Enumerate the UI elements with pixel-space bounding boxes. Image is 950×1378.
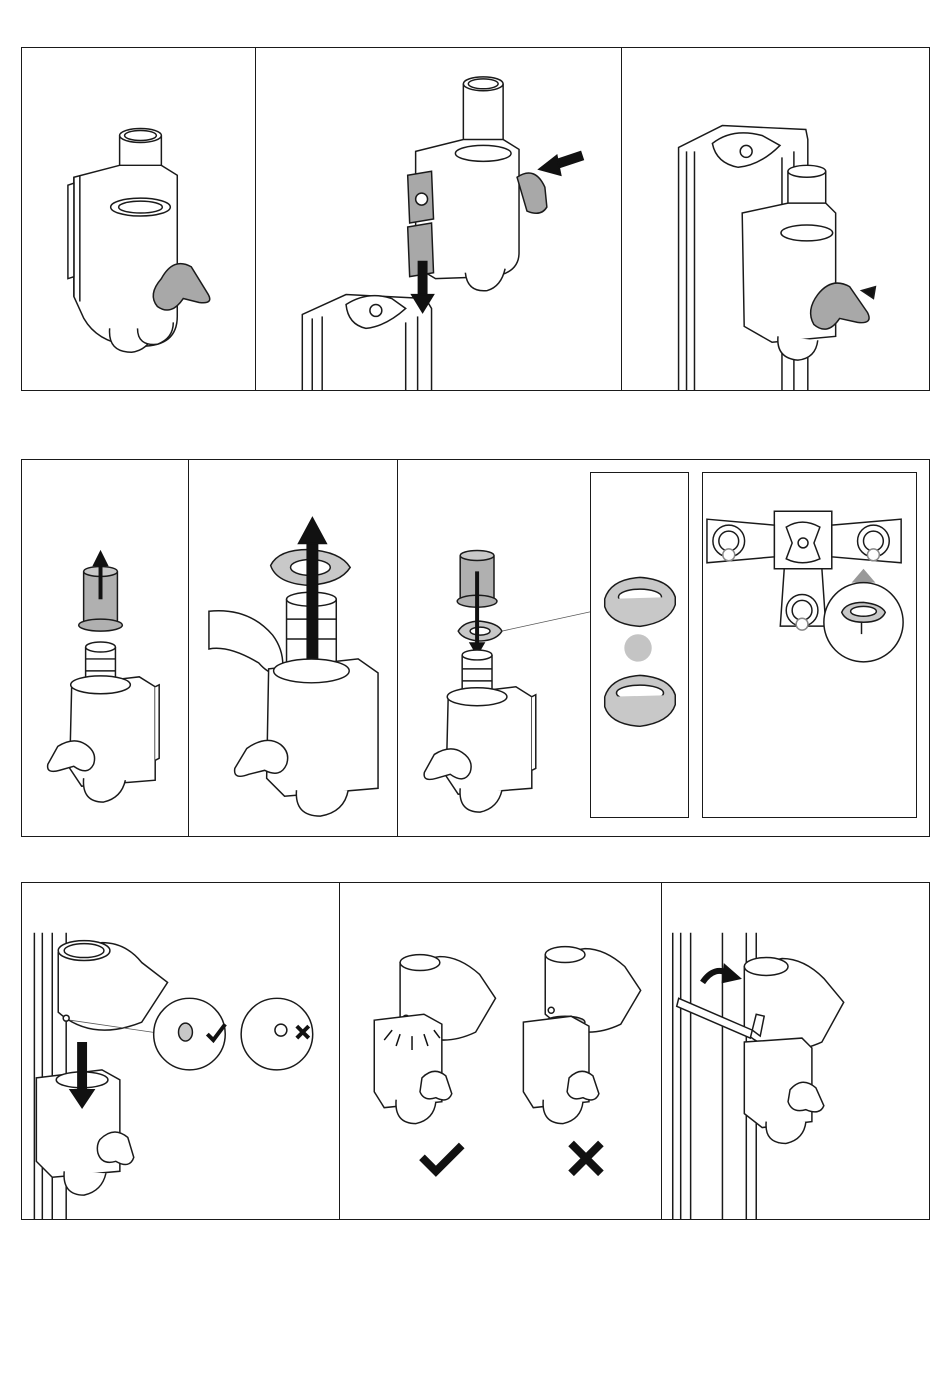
cross-icon: [571, 1143, 601, 1173]
insert-arm-check-screw-icon: [22, 883, 339, 1219]
check-icon: [422, 1145, 462, 1171]
step-panel-3b: [340, 883, 662, 1219]
slot-positions-box: [702, 472, 917, 818]
instruction-row-1: [21, 47, 930, 391]
step-panel-1b: [256, 48, 622, 390]
tighten-with-hex-key-icon: [662, 883, 931, 1219]
instruction-row-2: [21, 459, 930, 837]
profile-slot-positions-icon: [703, 473, 916, 817]
remove-sleeve-icon: [22, 460, 188, 836]
clamp-assembly-icon: [22, 48, 255, 390]
correct-vs-incorrect-seating-icon: [340, 883, 661, 1219]
ring-orientation-detail-icon: [591, 473, 688, 817]
step-panel-2b: [189, 460, 398, 836]
remove-ring-icon: [189, 460, 397, 836]
ring-detail-box: [590, 472, 689, 818]
step-panel-3c: [662, 883, 931, 1219]
step-panel-2a: [22, 460, 189, 836]
insert-ring-icon: [398, 460, 590, 836]
clamp-mounted-on-profile-icon: [622, 48, 931, 390]
step-panel-2c: [398, 460, 590, 836]
step-panel-3a: [22, 883, 340, 1219]
clamp-insert-into-profile-icon: [256, 48, 621, 390]
step-panel-1c: [622, 48, 931, 390]
instruction-row-3: [21, 882, 930, 1220]
separator-dot-icon: [624, 634, 651, 661]
step-panel-1a: [22, 48, 256, 390]
